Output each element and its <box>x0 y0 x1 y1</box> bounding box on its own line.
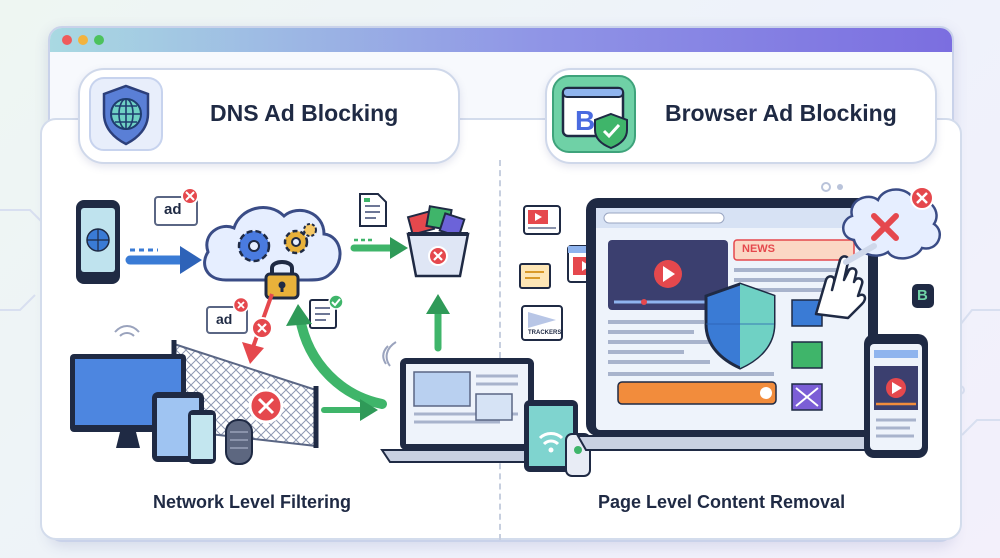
allowed-return-arrow <box>286 304 387 409</box>
up-arrow-green <box>426 294 450 352</box>
pointer-hand-icon <box>814 243 877 320</box>
trackers-label: TRACKERS <box>528 330 562 336</box>
section-divider <box>499 160 501 540</box>
mobile-phone-icon <box>864 334 928 458</box>
extension-logo-badge: B <box>912 284 934 308</box>
blocked-down-arrow <box>242 293 274 364</box>
dns-title: DNS Ad Blocking <box>210 100 399 126</box>
lock-icon <box>264 260 300 300</box>
network-filtering-caption: Network Level Filtering <box>153 492 352 512</box>
wifi-signal-icon <box>114 325 140 337</box>
content-removal-caption: Page Level Content Removal <box>598 492 846 512</box>
video-ad-popup <box>523 205 561 235</box>
minimize-window-dot[interactable] <box>78 35 88 45</box>
protection-shield-icon <box>704 282 776 370</box>
window-titlebar <box>50 28 952 52</box>
dns-cloud-icon <box>203 206 342 282</box>
ad-chip-label: ad <box>164 201 182 218</box>
browser-shield-icon: B <box>552 75 636 153</box>
green-forward-arrow <box>321 399 378 421</box>
allowed-document-check-icon <box>309 294 344 329</box>
browser-title-card: B Browser Ad Blocking <box>545 68 937 164</box>
ad-chip-secondary: ad <box>206 306 248 334</box>
news-label: NEWS <box>742 243 775 255</box>
blocked-x-icon-small <box>232 296 250 314</box>
ad-chip-secondary-label: ad <box>216 311 233 327</box>
smart-speaker-icon <box>225 419 253 465</box>
extension-logo-letter: B <box>917 287 928 304</box>
banner-ad-card <box>519 263 551 289</box>
browser-title: Browser Ad Blocking <box>665 100 897 126</box>
blocked-ad-burst-icon <box>842 186 941 260</box>
ad-trash-basket-icon <box>406 205 470 278</box>
trackers-card <box>521 305 563 341</box>
sound-waves-icon <box>382 341 397 367</box>
svg-text:B: B <box>575 105 595 136</box>
dns-title-card: DNS Ad Blocking <box>78 68 460 164</box>
maximize-window-dot[interactable] <box>94 35 104 45</box>
allowed-document-icon <box>359 193 387 227</box>
gear-icon-gold <box>283 229 309 255</box>
phone-device-icon <box>188 410 216 464</box>
laptop-icon <box>380 358 550 463</box>
smartphone-icon <box>76 200 120 284</box>
close-window-dot[interactable] <box>62 35 72 45</box>
globe-shield-icon <box>89 77 163 151</box>
blocked-x-icon <box>181 187 199 205</box>
request-arrow <box>125 246 202 274</box>
decor-dots <box>821 182 843 192</box>
forward-arrow-green <box>350 237 408 259</box>
gear-icon-blue <box>237 229 271 263</box>
